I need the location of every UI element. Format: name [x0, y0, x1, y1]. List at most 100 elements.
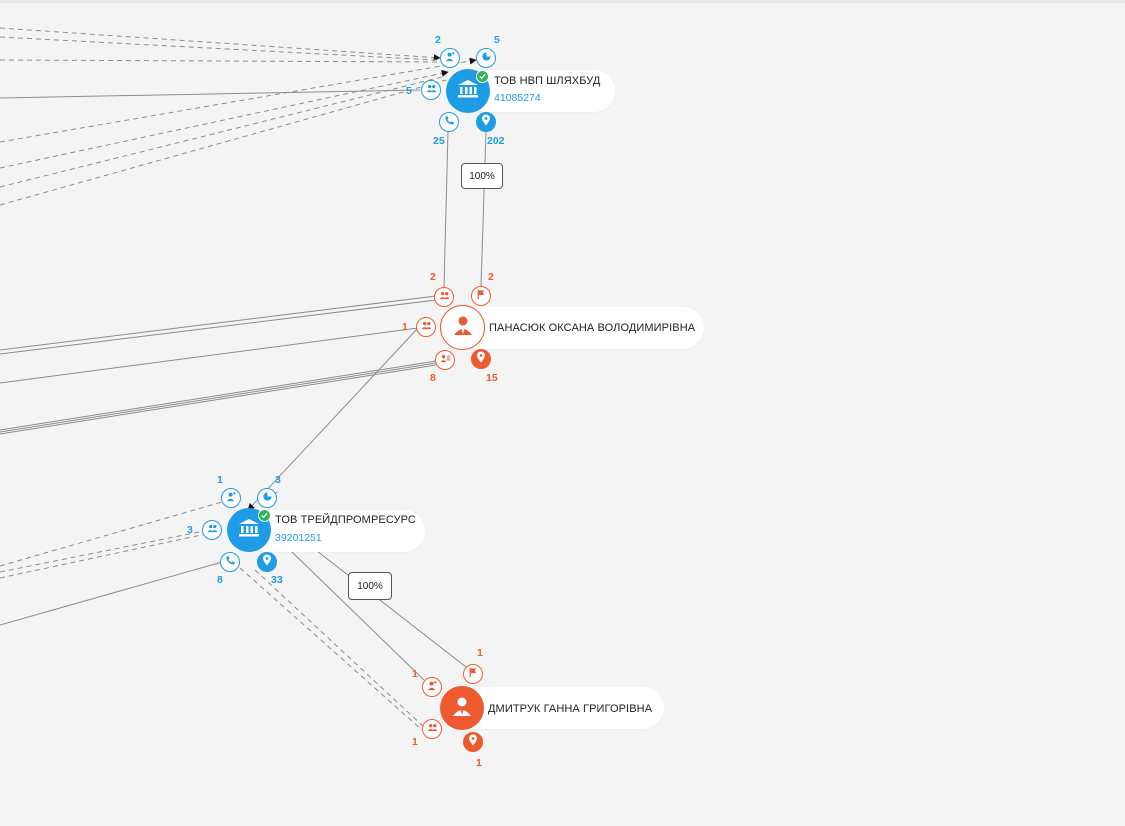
edge-solid: [247, 327, 419, 511]
node-label-pill[interactable]: [466, 70, 615, 112]
person-icon: [451, 695, 473, 722]
addresses-badge[interactable]: [476, 112, 496, 132]
node-label-pill[interactable]: [458, 307, 704, 349]
node-label-pill[interactable]: [458, 687, 664, 729]
node-title: ПАНАСЮК ОКСАНА ВОЛОДИМИРІВНА: [489, 322, 696, 334]
pie-chart-icon: [481, 49, 492, 67]
share-badge[interactable]: [257, 488, 277, 508]
edge-dashed: [0, 57, 477, 143]
node-label-pill[interactable]: [248, 510, 425, 552]
related-persons-count: 2: [430, 271, 436, 283]
flag-icon: [468, 665, 478, 683]
addresses-count: 33: [271, 574, 283, 586]
founders-badge[interactable]: [221, 488, 241, 508]
edge-solid: [0, 299, 437, 355]
edge-dashed: [0, 27, 441, 62]
edge-solid: [0, 561, 223, 626]
related-persons-count: 5: [406, 85, 412, 97]
edge-solid: [443, 130, 449, 289]
company-code[interactable]: 41085274: [494, 92, 541, 104]
flags-count: 1: [477, 647, 483, 659]
location-pin-icon: [262, 553, 272, 571]
related-persons-badge[interactable]: [421, 80, 441, 100]
phone-icon: [444, 113, 455, 131]
node-title: ТОВ НВП ШЛЯХБУД: [494, 75, 601, 87]
location-pin-icon: [476, 350, 486, 368]
related-companies-badge[interactable]: [416, 317, 436, 337]
group-icon: [425, 81, 437, 99]
ownership-percent-label[interactable]: 100%: [461, 163, 503, 189]
addresses-badge[interactable]: [257, 552, 277, 572]
addresses-count: 202: [487, 135, 505, 147]
edge-dashed: [0, 530, 205, 573]
phone-icon: [225, 553, 236, 571]
person-add-icon: [226, 489, 237, 507]
phones-badge[interactable]: [439, 112, 459, 132]
phones-count: 8: [217, 574, 223, 586]
addresses-badge[interactable]: [463, 732, 483, 752]
edge-dashed: [0, 36, 437, 61]
group-icon: [426, 720, 438, 738]
group-icon: [206, 521, 218, 539]
edge-dashed: [0, 59, 439, 63]
positions-badge[interactable]: [435, 350, 455, 370]
node-title: ТОВ ТРЕЙДПРОМРЕСУРС: [275, 514, 416, 526]
edge-solid: [0, 362, 437, 433]
related-persons-badge[interactable]: [422, 719, 442, 739]
top-border: [0, 0, 1125, 3]
edge-solid: [0, 89, 421, 99]
founders-badge[interactable]: [422, 677, 442, 697]
person-icon: [452, 314, 474, 341]
edge-solid: [0, 327, 419, 384]
founders-count: 2: [435, 34, 441, 46]
edge-dashed: [239, 567, 423, 731]
related-persons-count: 3: [187, 524, 193, 536]
bank-icon: [238, 518, 260, 543]
flags-count: 2: [488, 271, 494, 283]
verified-check-icon: [258, 509, 271, 522]
addresses-count: 15: [486, 372, 498, 384]
ownership-percent-label[interactable]: 100%: [348, 572, 392, 600]
addresses-count: 1: [476, 757, 482, 769]
related-persons-badge[interactable]: [434, 287, 454, 307]
company-code[interactable]: 39201251: [275, 532, 322, 544]
person-main-circle[interactable]: [440, 686, 484, 730]
group-icon: [438, 288, 450, 306]
verified-check-icon: [476, 70, 489, 83]
person-add-icon: [427, 678, 438, 696]
flag-icon: [476, 287, 486, 305]
location-pin-icon: [481, 113, 491, 131]
related-companies-count: 1: [402, 321, 408, 333]
flags-badge[interactable]: [471, 286, 491, 306]
person-list-icon: [439, 351, 451, 369]
group-icon: [420, 318, 432, 336]
edge-solid: [291, 551, 425, 681]
related-persons-count: 1: [412, 736, 418, 748]
addresses-badge[interactable]: [471, 349, 491, 369]
edge-dashed: [0, 75, 447, 188]
person-main-circle[interactable]: [440, 305, 485, 350]
founders-badge[interactable]: [440, 48, 460, 68]
edge-dashed: [0, 533, 207, 579]
edge-solid: [0, 295, 437, 351]
edge-solid: [480, 130, 487, 287]
phones-badge[interactable]: [220, 552, 240, 572]
person-add-icon: [445, 49, 456, 67]
pie-chart-icon: [262, 489, 273, 507]
related-persons-badge[interactable]: [202, 520, 222, 540]
edge-dashed: [0, 69, 449, 169]
founders-count: 1: [217, 474, 223, 486]
share-badge[interactable]: [476, 48, 496, 68]
positions-count: 8: [430, 372, 436, 384]
edge-dashed: [0, 501, 223, 567]
flags-badge[interactable]: [463, 664, 483, 684]
edge-solid: [0, 360, 437, 431]
edge-dashed: [0, 79, 447, 206]
edge-dashed: [254, 569, 425, 728]
location-pin-icon: [468, 733, 478, 751]
bank-icon: [457, 79, 479, 104]
edge-solid: [0, 364, 437, 435]
share-count: 3: [275, 474, 281, 486]
phones-count: 25: [433, 135, 445, 147]
